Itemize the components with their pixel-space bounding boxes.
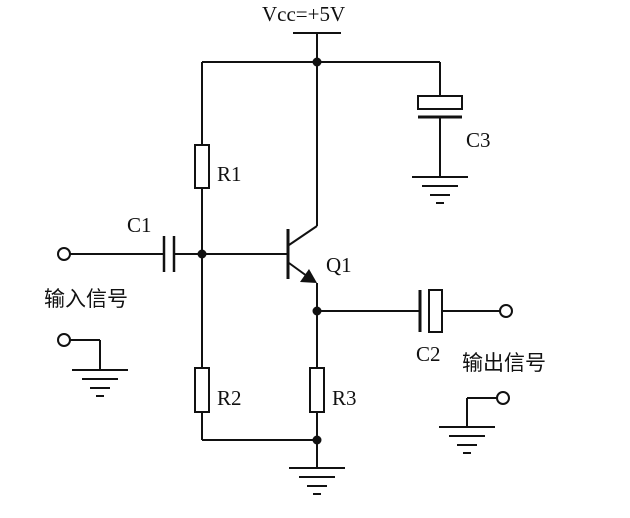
output-ground-icon bbox=[439, 391, 510, 454]
input-signal-label: 输入信号 bbox=[44, 287, 128, 311]
transistor-q1 bbox=[286, 62, 318, 311]
resistor-r3 bbox=[309, 311, 325, 440]
resistor-r1 bbox=[194, 62, 210, 254]
vcc-label: Vcc=+5V bbox=[262, 2, 345, 26]
capacitor-c2 bbox=[317, 289, 500, 333]
capacitor-c1 bbox=[70, 236, 288, 272]
r3-label: R3 bbox=[332, 386, 357, 410]
c2-label: C2 bbox=[416, 342, 441, 366]
capacitor-c3 bbox=[417, 62, 463, 177]
resistor-r2 bbox=[194, 254, 210, 440]
ground-c3-icon bbox=[412, 176, 468, 204]
q1-label: Q1 bbox=[326, 253, 352, 277]
input-terminal-icon bbox=[57, 247, 71, 261]
r1-label: R1 bbox=[217, 162, 242, 186]
input-ground-icon bbox=[57, 333, 128, 397]
output-terminal-icon bbox=[499, 304, 513, 318]
c1-label: C1 bbox=[127, 213, 152, 237]
output-signal-label: 输出信号 bbox=[462, 351, 546, 375]
main-ground-icon bbox=[289, 440, 345, 495]
r2-label: R2 bbox=[217, 386, 242, 410]
c3-label: C3 bbox=[466, 128, 491, 152]
